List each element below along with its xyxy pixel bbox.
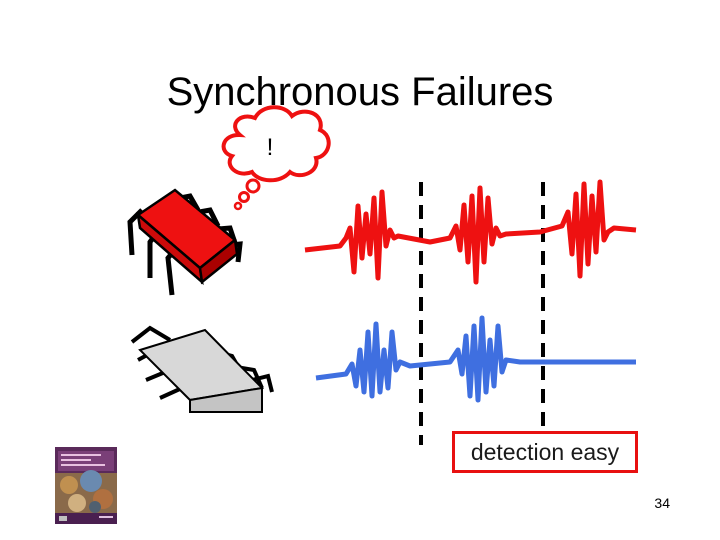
detection-label: detection easy — [470, 439, 620, 465]
failed-red-chip-icon — [127, 188, 243, 296]
thought-text: ! — [266, 134, 274, 161]
thought-bubble-icon — [221, 105, 331, 211]
page-number: 34 — [654, 495, 670, 511]
detection-label-box: detection easy — [452, 431, 638, 473]
slide-title: Synchronous Failures — [166, 70, 554, 114]
book-cover-icon — [55, 447, 117, 524]
gray-chip-icon — [130, 325, 274, 413]
blue-signal-trace — [315, 315, 636, 403]
red-signal-trace — [304, 179, 637, 285]
